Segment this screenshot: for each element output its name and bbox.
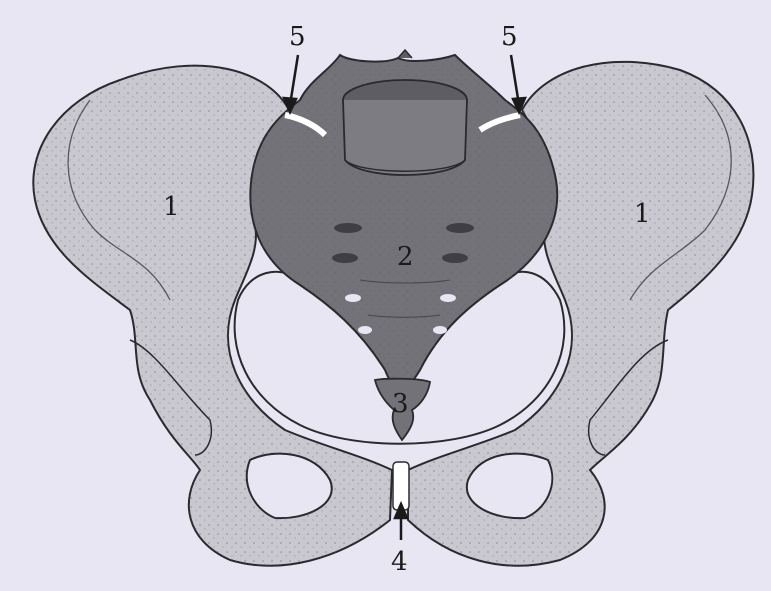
- label-sacroiliac-left: 5: [289, 22, 306, 52]
- label-sacroiliac-right: 5: [501, 22, 518, 52]
- label-coccyx: 3: [392, 389, 409, 419]
- label-sacrum: 2: [397, 242, 414, 272]
- label-ilium-left: 1: [163, 192, 180, 222]
- label-pubic-symphysis: 4: [391, 547, 408, 577]
- label-ilium-right: 1: [634, 199, 651, 229]
